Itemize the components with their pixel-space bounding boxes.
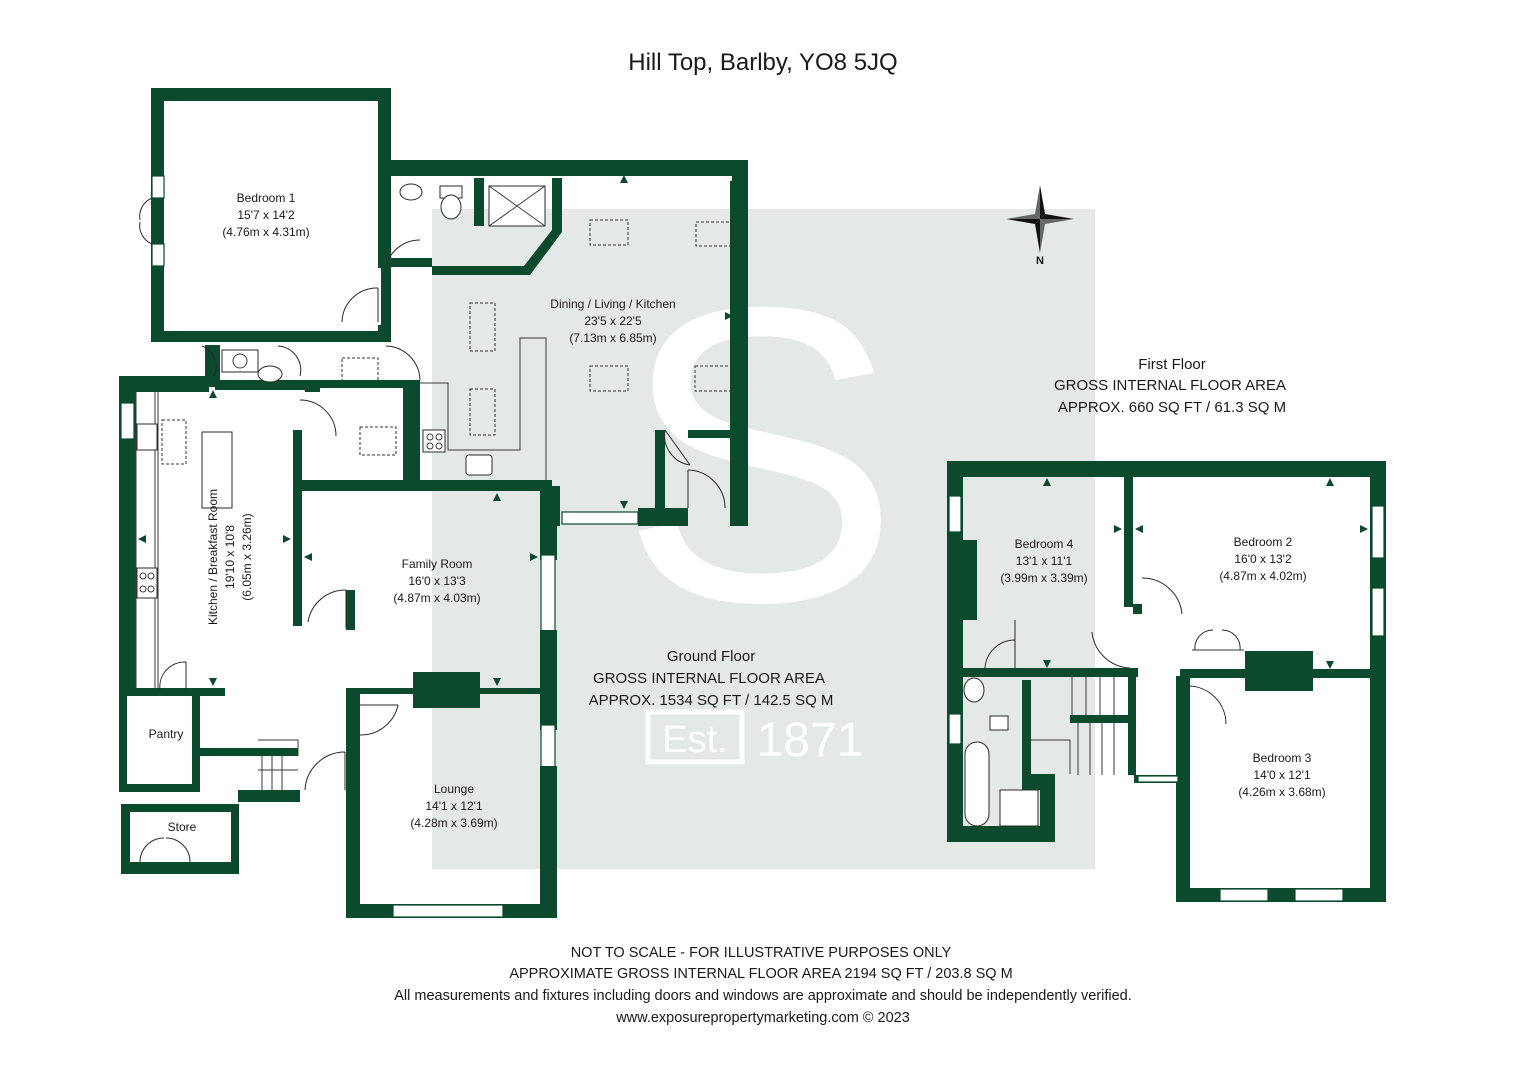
room-name: Bedroom 2	[1234, 535, 1293, 549]
first-floor-area: First Floor GROSS INTERNAL FLOOR AREA AP…	[1054, 356, 1286, 416]
room-family-room: Family Room 16'0 x 13'3 (4.87m x 4.03m)	[393, 557, 480, 605]
room-store: Store	[168, 820, 197, 834]
area-heading: GROSS INTERNAL FLOOR AREA	[593, 670, 825, 687]
room-name: Bedroom 3	[1253, 751, 1312, 765]
room-size-imperial: 23'5 x 22'5	[584, 314, 642, 328]
ground-floor-plan	[119, 88, 748, 918]
watermark-est: Est.	[662, 719, 727, 761]
room-size-imperial: 13'1 x 11'1	[1016, 554, 1073, 568]
area-heading: GROSS INTERNAL FLOOR AREA	[1054, 377, 1286, 394]
floor-label: First Floor	[1138, 356, 1206, 373]
room-bedroom-1: Bedroom 1 15'7 x 14'2 (4.76m x 4.31m)	[222, 191, 309, 239]
watermark-year: 1871	[757, 714, 864, 767]
room-size-metric: (4.87m x 4.03m)	[393, 591, 480, 605]
page-title: Hill Top, Barlby, YO8 5JQ	[628, 49, 897, 76]
footer-line-1: NOT TO SCALE - FOR ILLUSTRATIVE PURPOSES…	[571, 945, 952, 961]
room-size-metric: (6.05m x 3.26m)	[240, 513, 254, 600]
room-size-metric: (4.87m x 4.02m)	[1219, 569, 1306, 583]
compass-north-label: N	[1036, 255, 1044, 267]
area-value: APPROX. 660 SQ FT / 61.3 SQ M	[1058, 399, 1286, 416]
room-size-metric: (4.76m x 4.31m)	[222, 225, 309, 239]
room-name: Family Room	[402, 557, 473, 571]
room-size-metric: (3.99m x 3.39m)	[1000, 571, 1087, 585]
room-dining-living-kitchen: Dining / Living / Kitchen 23'5 x 22'5 (7…	[550, 297, 675, 345]
room-name: Kitchen / Breakfast Room	[206, 489, 220, 625]
room-size-imperial: 16'0 x 13'2	[1234, 552, 1292, 566]
compass-icon: N	[1006, 185, 1074, 267]
room-size-imperial: 14'1 x 12'1	[425, 799, 483, 813]
room-size-metric: (7.13m x 6.85m)	[569, 331, 656, 345]
room-name: Lounge	[434, 782, 474, 796]
footer-notes: NOT TO SCALE - FOR ILLUSTRATIVE PURPOSES…	[394, 945, 1132, 1026]
first-floor-plan	[947, 461, 1386, 902]
room-size-imperial: 19'10 x 10'8	[223, 525, 237, 589]
footer-line-3: All measurements and fixtures including …	[394, 988, 1132, 1004]
room-bedroom-2: Bedroom 2 16'0 x 13'2 (4.87m x 4.02m)	[1219, 535, 1306, 583]
footer-line-2: APPROXIMATE GROSS INTERNAL FLOOR AREA 21…	[509, 966, 1012, 982]
room-name: Bedroom 4	[1015, 537, 1074, 551]
room-pantry: Pantry	[149, 727, 184, 741]
room-lounge: Lounge 14'1 x 12'1 (4.28m x 3.69m)	[410, 782, 497, 830]
ground-floor-area: Ground Floor GROSS INTERNAL FLOOR AREA A…	[589, 648, 834, 709]
room-kitchen-breakfast: Kitchen / Breakfast Room 19'10 x 10'8 (6…	[206, 489, 254, 625]
room-size-imperial: 14'0 x 12'1	[1253, 768, 1311, 782]
room-size-metric: (4.28m x 3.69m)	[410, 816, 497, 830]
room-bedroom-4: Bedroom 4 13'1 x 11'1 (3.99m x 3.39m)	[1000, 537, 1087, 585]
room-bedroom-3: Bedroom 3 14'0 x 12'1 (4.26m x 3.68m)	[1238, 751, 1325, 799]
area-value: APPROX. 1534 SQ FT / 142.5 SQ M	[589, 692, 834, 709]
room-name: Bedroom 1	[237, 191, 296, 205]
floor-label: Ground Floor	[667, 648, 755, 665]
footer-line-4: www.exposurepropertymarketing.com © 2023	[615, 1010, 910, 1026]
room-size-metric: (4.26m x 3.68m)	[1238, 785, 1325, 799]
watermark-letter: S	[620, 221, 900, 690]
room-name: Dining / Living / Kitchen	[550, 297, 675, 311]
room-size-imperial: 16'0 x 13'3	[408, 574, 466, 588]
room-size-imperial: 15'7 x 14'2	[237, 208, 295, 222]
